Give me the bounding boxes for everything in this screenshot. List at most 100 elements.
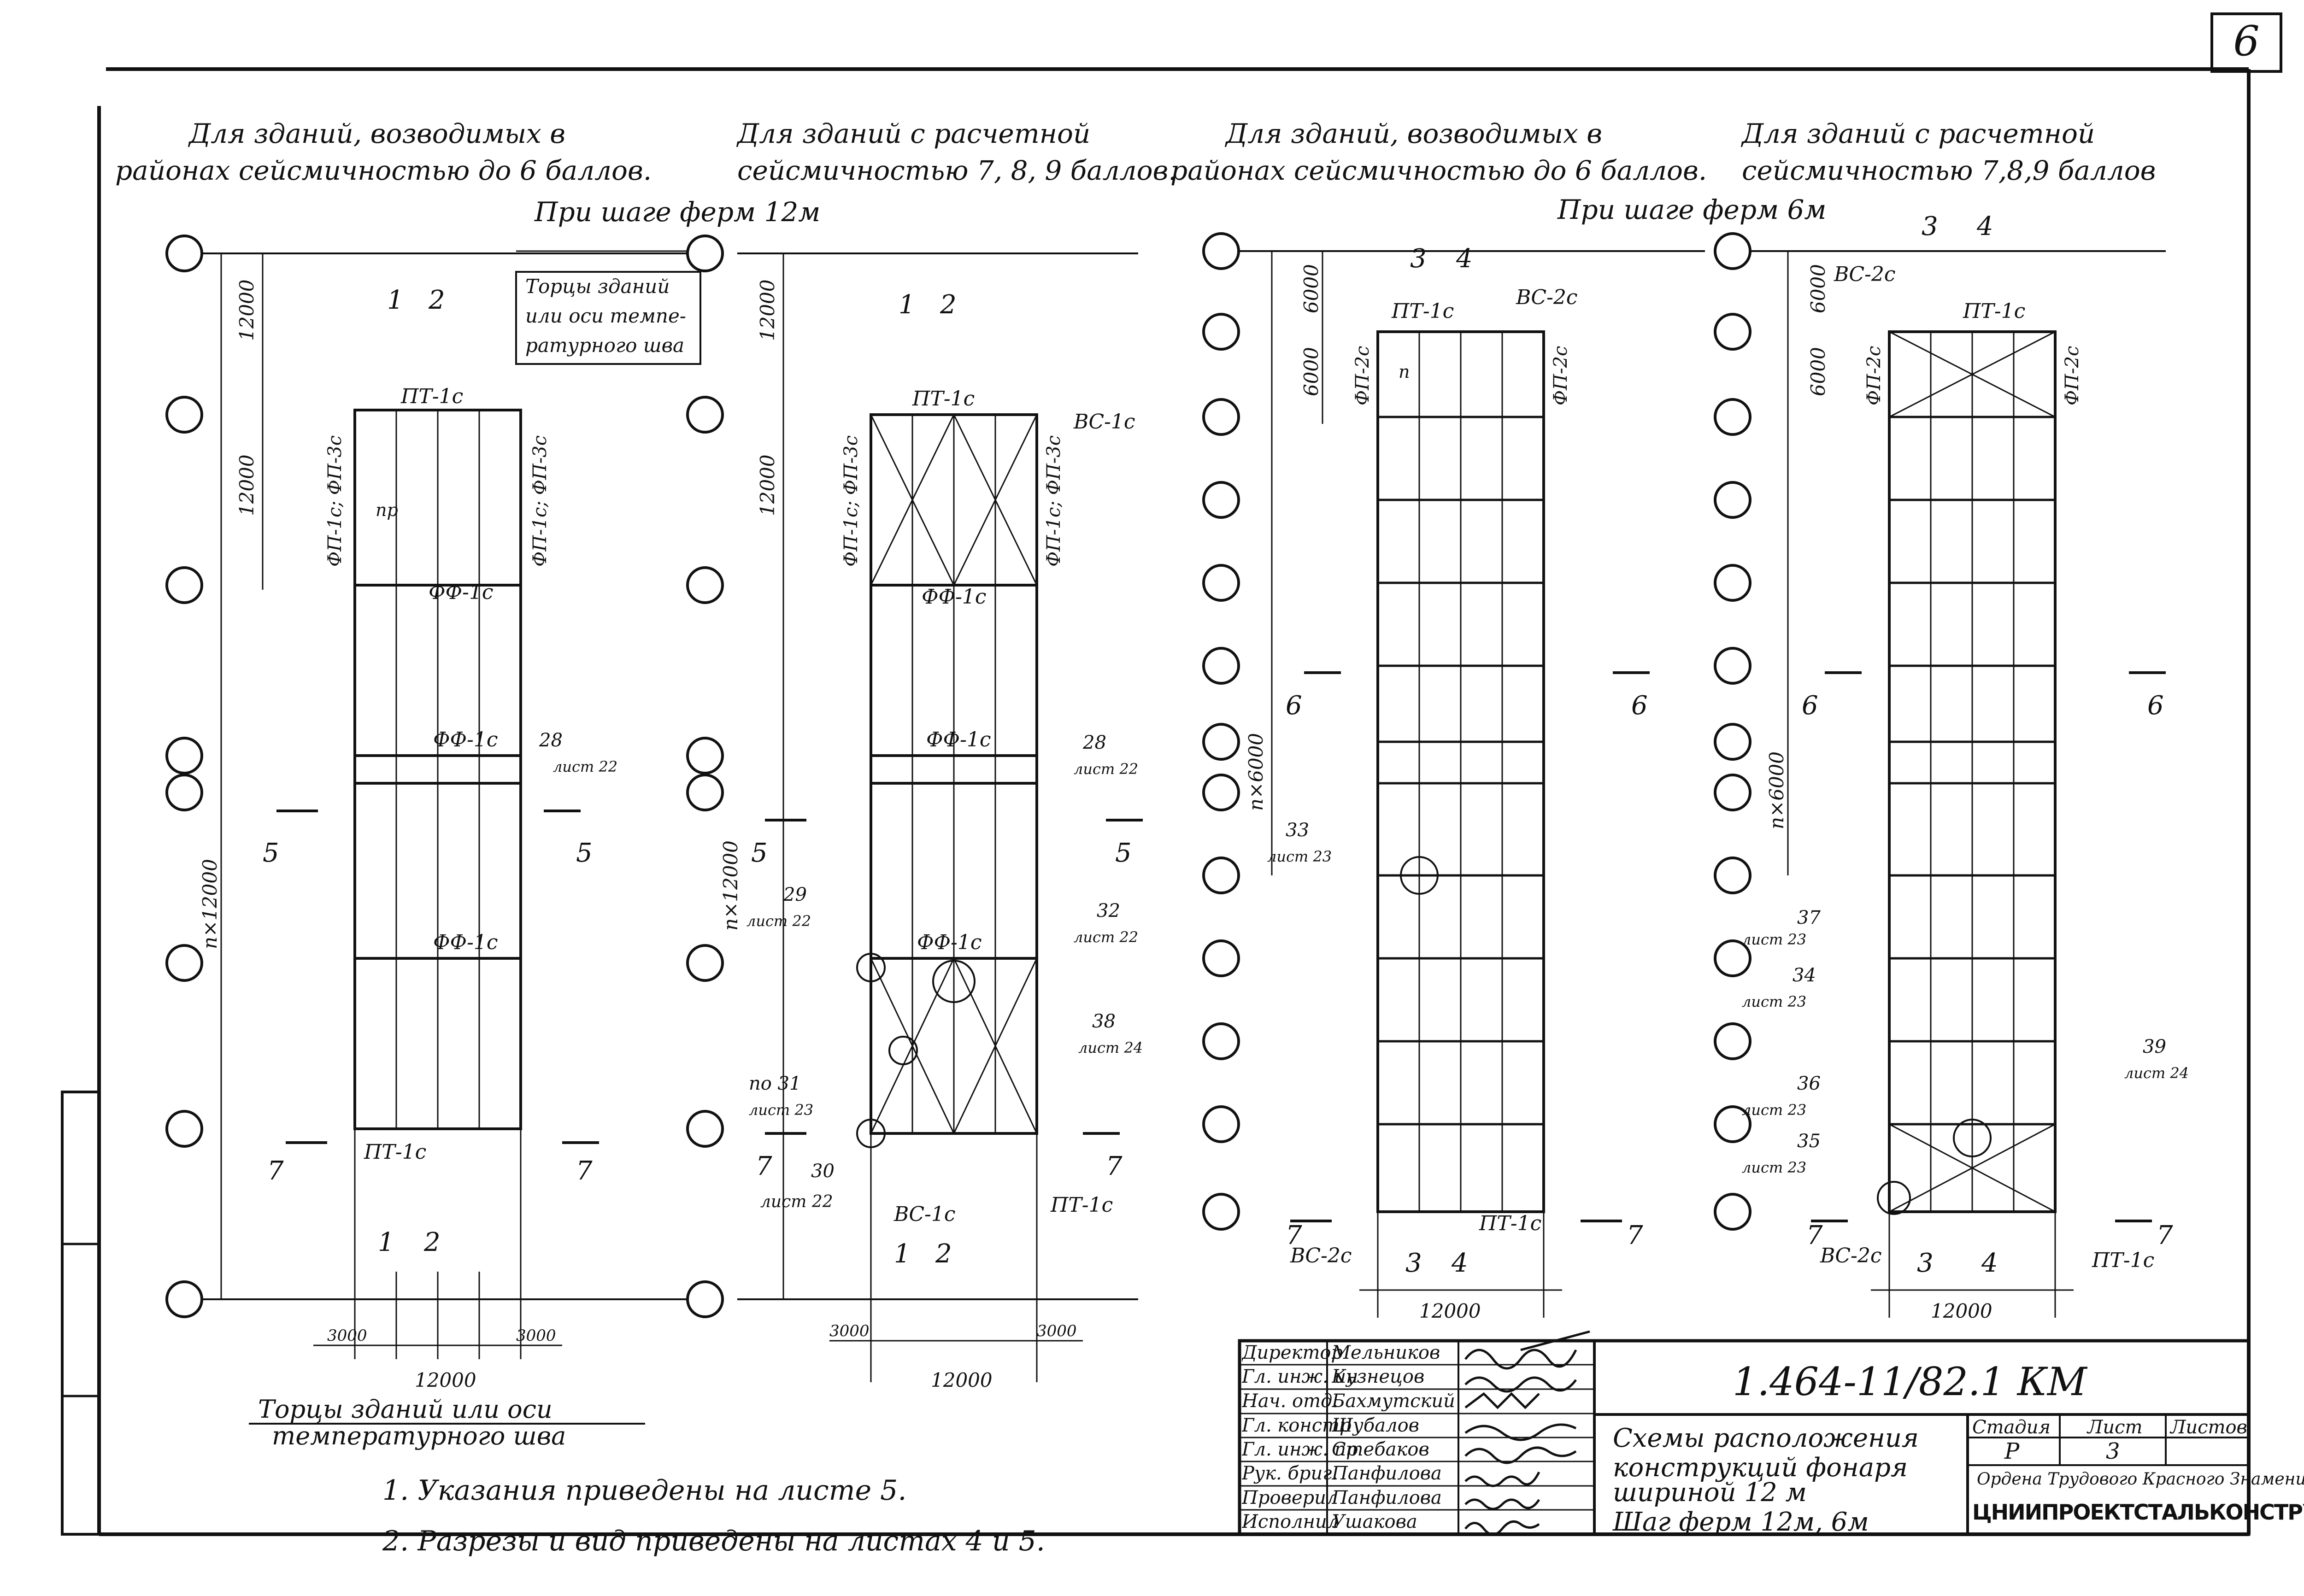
doc-title-line1: Схемы расположения [1613,1423,1919,1453]
sec-1-c: 1 [899,290,915,320]
mark-ff-3: ФФ-1с [433,931,498,954]
signatures [1464,1330,1590,1536]
ref-39-sheet: лист 24 [2124,1064,2189,1082]
mark-ff-1: ФФ-1с [429,581,494,604]
mark-fp-1: ФП-1с; ФП-3с [324,435,346,567]
org-line1: Ордена Трудового Красного Знамени [1977,1470,2304,1489]
role-6: Проверил [1242,1487,1338,1508]
page-number: 6 [2233,17,2259,65]
sec-2-c: 2 [940,290,957,320]
mark-ff-5: ФФ-1с [926,728,991,751]
sec-5-b: 5 [576,838,593,868]
header-4: Для зданий с расчетной сейсмичностью 7,8… [1742,115,2156,189]
scheme-panel-2 [737,252,1138,1382]
end-note-line1: Торцы зданий [525,275,670,298]
scheme-panel-1 [184,250,701,1425]
name-5: Панфилова [1332,1463,1442,1484]
mark-fp-2: ФП-1с; ФП-3с [529,435,551,567]
sec-6-b: 6 [1631,691,1648,721]
mark-fp2-1: ФП-2с [1352,346,1373,405]
sec-6-c: 6 [1802,691,1818,721]
ref-28: 28 [539,730,563,751]
ref-38: 38 [1092,1011,1116,1032]
ref-32: 32 [1097,900,1120,921]
dim-3000-c: 3000 [829,1322,870,1340]
sec-7-g: 7 [1806,1220,1823,1250]
mark-pt-7: ПТ-1с [1963,299,2025,323]
section-marks [276,671,2166,1222]
mark-pt-4: ПТ-1с [1050,1193,1113,1217]
header-1-line2: районах сейсмичностью до 6 баллов. [115,155,652,186]
ref-33: 33 [1286,820,1309,841]
ref-37-sheet: лист 23 [1742,931,1806,948]
doc-title-line4: Шаг ферм 12м, 6м [1613,1507,1869,1537]
ref-37: 37 [1797,907,1821,928]
mark-vs2-3: ВС-2с [1834,263,1896,286]
dim-6000-c: 6000 [1807,264,1829,313]
sec-3-b: 3 [1405,1248,1422,1278]
role-3: Гл. констр [1242,1415,1352,1436]
dim-12000-g: 12000 [1419,1300,1481,1322]
ref-30: 30 [811,1161,835,1182]
name-6: Панфилова [1332,1487,1442,1508]
role-4: Гл. инж. пр [1242,1439,1358,1460]
doc-title-line2: конструкций фонаря [1613,1453,1908,1483]
ref-28b: 28 [1082,732,1106,753]
notes: 1. Указания приведены на листе 5. 2. Раз… [382,1465,1045,1567]
header-2: Для зданий с расчетной сейсмичностью 7, … [737,115,1177,189]
dim-12000-e: 12000 [756,454,779,516]
ref-31: по 31 [749,1073,801,1094]
stage-value: Р [2004,1438,2020,1464]
ref-32-sheet: лист 22 [1074,928,1138,946]
ref-28b-sheet: лист 22 [1074,760,1138,778]
doc-title-line3: шириной 12 м [1613,1478,1807,1508]
mark-fp2-3: ФП-2с [1863,346,1885,405]
mark-ff-4: ФФ-1с [922,585,987,609]
sec-6-a: 6 [1286,691,1302,721]
ref-36-sheet: лист 23 [1742,1101,1806,1119]
dim-n6000-2: п×6000 [1765,751,1788,829]
dim-3000-a: 3000 [327,1326,367,1345]
sheet-header: Лист [2087,1417,2143,1438]
mark-p-1: п [1399,362,1410,382]
note-1: 1. Указания приведены на листе 5. [382,1474,907,1507]
binding-strip [61,1091,100,1536]
name-0: Мельников [1332,1342,1440,1363]
ref-34: 34 [1793,965,1816,986]
ref-39: 39 [2143,1036,2166,1057]
sec-3-c: 3 [1922,211,1938,241]
name-1: Кузнецов [1332,1366,1425,1387]
name-2: Бахмутский [1332,1391,1455,1412]
mark-pt-1: ПТ-1с [400,385,463,408]
sheets-header: Листов [2170,1417,2247,1438]
mark-pt-3: ПТ-1с [912,387,975,411]
header-2-line1: Для зданий с расчетной [737,118,1091,149]
role-1: Гл. инж. ин [1242,1366,1358,1387]
sec-7-a: 7 [267,1156,284,1186]
header-4-line1: Для зданий с расчетной [1742,118,2095,149]
sec-4-a: 4 [1456,244,1473,274]
sec-1-a: 1 [387,285,404,315]
sec-5-c: 5 [751,838,768,868]
bottom-note-line2: температурного шва [272,1421,566,1450]
end-note: Торцы зданий или оси темпе- ратурного шв… [525,272,686,360]
sec-7-c: 7 [756,1151,772,1181]
sec-2-a: 2 [428,285,445,315]
sec-1-d: 1 [894,1239,911,1269]
name-4: Стебаков [1332,1439,1429,1460]
sec-7-d: 7 [1106,1151,1123,1181]
sheet-value: 3 [2106,1438,2120,1464]
dim-12000-h: 12000 [1931,1300,1992,1322]
mark-fp2-2: ФП-2с [1550,346,1571,405]
sec-7-f: 7 [1627,1220,1643,1250]
role-0: Директор [1242,1342,1343,1363]
mark-vs1-2: ВС-1с [893,1203,956,1226]
mark-vs2-1: ВС-2с [1516,286,1578,309]
sec-4-c: 4 [1976,211,1993,241]
dim-n12000-2: п×12000 [719,840,742,931]
note-2: 2. Разрезы и вид приведены на листах 4 и… [382,1525,1045,1557]
ref-33-sheet: лист 23 [1267,848,1332,865]
ref-36: 36 [1797,1073,1821,1094]
sec-2-d: 2 [935,1239,952,1269]
